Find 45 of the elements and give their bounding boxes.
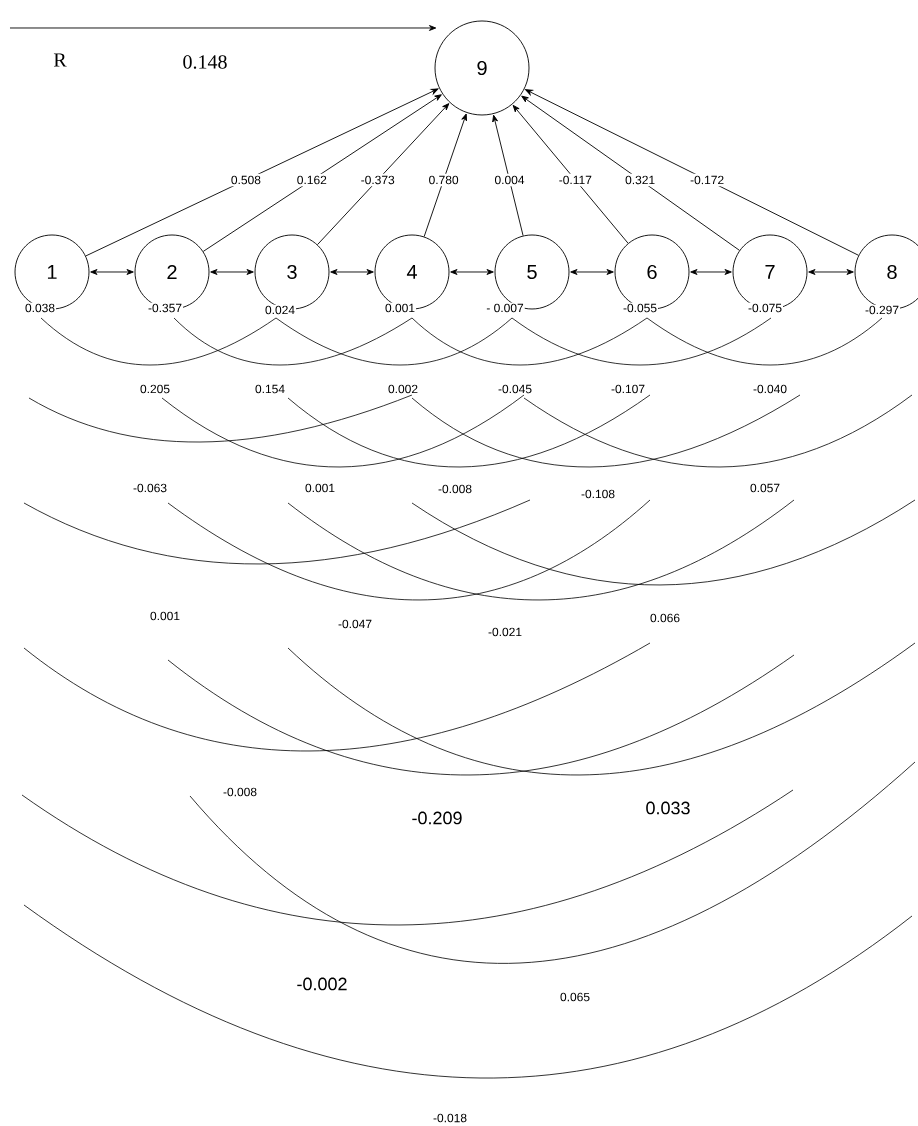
coefficient-label: -0.075 <box>747 302 783 314</box>
coefficient-label: -0.108 <box>580 488 616 500</box>
axis-label: R <box>52 52 68 68</box>
coefficient-label: 0.057 <box>749 482 781 494</box>
coefficient-label: -0.055 <box>622 302 658 314</box>
coefficient-label: -0.047 <box>337 618 373 630</box>
coefficient-label: 0.038 <box>24 302 56 314</box>
edge-label: 0.148 <box>183 55 227 69</box>
coefficient-label: -0.021 <box>487 626 523 638</box>
arrow <box>521 95 740 251</box>
arrow <box>492 114 524 237</box>
arrow <box>330 269 374 275</box>
coefficient-label: -0.297 <box>864 304 900 316</box>
coefficient-label: 0.065 <box>559 991 591 1003</box>
arrow <box>85 88 439 257</box>
coefficient-label: -0.357 <box>147 302 183 314</box>
coefficient-label: -0.008 <box>222 786 258 798</box>
coefficient-label: 0.001 <box>149 610 181 622</box>
coefficient-label: 0.001 <box>384 302 416 314</box>
arrow <box>450 269 494 275</box>
arrow <box>570 269 614 275</box>
arrow <box>423 113 467 237</box>
arrow <box>202 94 442 252</box>
arrow <box>512 104 629 244</box>
arrow <box>525 89 859 256</box>
arrow <box>690 269 732 275</box>
coefficient-label: -0.018 <box>432 1112 468 1124</box>
arrow <box>90 269 134 275</box>
arrow <box>808 269 854 275</box>
coefficient-label: - 0.007 <box>485 302 525 314</box>
arrow <box>9 25 437 31</box>
arrow <box>210 269 254 275</box>
coefficient-label: 0.024 <box>264 304 296 316</box>
coefficient-label: -0.107 <box>610 383 646 395</box>
arrow <box>317 103 450 246</box>
coefficient-label: -0.063 <box>132 482 168 494</box>
coefficient-label: -0.045 <box>497 383 533 395</box>
coefficient-label: 0.205 <box>139 383 171 395</box>
coefficient-label: 0.066 <box>649 612 682 624</box>
coefficient-label: -0.040 <box>752 383 788 395</box>
coefficient-label: 0.154 <box>254 383 286 395</box>
coefficient-label: 0.001 <box>304 482 336 494</box>
coefficient-label: 0.002 <box>387 383 419 395</box>
coefficient-label: -0.008 <box>437 483 473 495</box>
circle-node: 9 <box>434 20 530 116</box>
